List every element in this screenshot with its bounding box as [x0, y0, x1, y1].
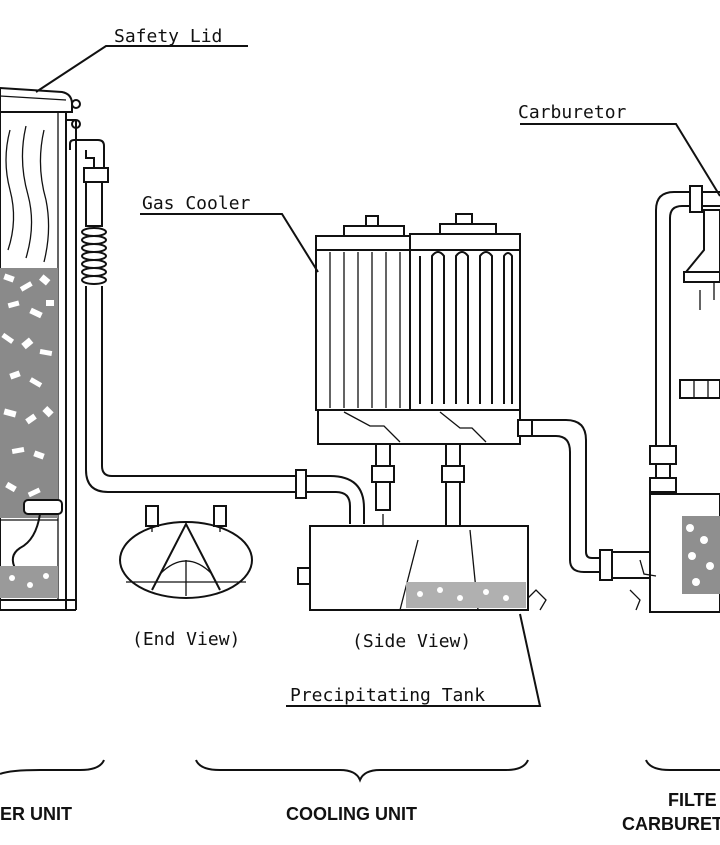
gas-cooler-label: Gas Cooler: [142, 193, 251, 214]
cooling-unit-label: COOLING UNIT: [286, 804, 417, 824]
carburetor-body: [683, 209, 720, 273]
leader-lines: [35, 45, 720, 707]
gas-pipe: [81, 181, 365, 524]
side-view-label: (Side View): [352, 631, 471, 652]
pipe-coupling: [295, 469, 307, 499]
cooler-to-filter-pipe: [532, 419, 613, 581]
generator-outlet-pipe: [69, 139, 105, 168]
safety-lid-label: Safety Lid: [114, 26, 222, 47]
flex-coil: [81, 227, 107, 285]
filter-unit-label-line2: CARBURETO: [622, 814, 720, 834]
safety-lid: [0, 86, 73, 113]
precipitating-tank: [297, 525, 547, 611]
carburetor-label: Carburetor: [518, 102, 627, 123]
end-view-label: (End View): [132, 629, 240, 650]
filter-carburetor-unit: [612, 185, 720, 613]
air-inlet-pipe: [23, 499, 63, 515]
end-view-tank: [119, 505, 253, 599]
section-braces: [0, 759, 720, 783]
generator-unit: [0, 86, 109, 611]
fuel-charge: [0, 268, 58, 518]
generator-unit-label: ER UNIT: [0, 804, 72, 824]
drain-pipes: [371, 443, 465, 532]
gas-cooler: [315, 213, 533, 445]
filter-unit-label-line1: FILTE: [668, 790, 717, 810]
precipitating-tank-label: Precipitating Tank: [290, 685, 485, 706]
